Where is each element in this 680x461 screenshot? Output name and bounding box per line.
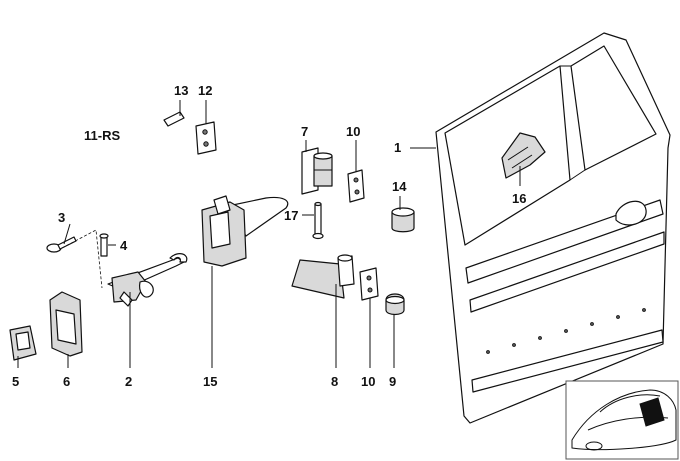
hinge-part-8[interactable] — [291, 254, 355, 299]
clip-part-5[interactable] — [9, 325, 37, 361]
callout-9: 9 — [389, 374, 396, 389]
bolt-part-17[interactable] — [312, 201, 324, 240]
plate-part-12[interactable] — [195, 121, 217, 155]
callout-2: 2 — [125, 374, 132, 389]
rear-door-shell[interactable] — [435, 32, 671, 424]
callout-4: 4 — [120, 238, 128, 253]
callout-6: 6 — [63, 374, 70, 389]
callout-10-lower: 10 — [361, 374, 375, 389]
bushing-part-9[interactable] — [385, 293, 405, 316]
callout-17: 17 — [284, 208, 298, 223]
door-bracket-part-16[interactable] — [501, 132, 546, 179]
pin-part-13[interactable] — [163, 111, 185, 127]
door-check-strap-part-2[interactable] — [107, 253, 188, 307]
callout-3: 3 — [58, 210, 65, 225]
callout-5: 5 — [12, 374, 19, 389]
callout-12: 12 — [198, 83, 212, 98]
callout-labels: 13 12 11-RS 3 4 5 6 2 15 7 10 17 14 8 10… — [12, 83, 526, 389]
bolt-part-4[interactable] — [99, 233, 109, 257]
door-check-housing-part-15[interactable] — [201, 195, 289, 267]
leader-lines — [17, 100, 521, 368]
callout-8: 8 — [331, 374, 338, 389]
callout-16: 16 — [512, 191, 526, 206]
bracket-part-6[interactable] — [49, 291, 83, 357]
callout-14: 14 — [392, 179, 407, 194]
plate-part-10-lower[interactable] — [359, 267, 379, 301]
callout-1: 1 — [394, 140, 401, 155]
bushing-part-14[interactable] — [391, 207, 415, 233]
group-label-11-rs: 11-RS — [84, 128, 120, 143]
callout-7: 7 — [301, 124, 308, 139]
callout-13: 13 — [174, 83, 188, 98]
callout-10-upper: 10 — [346, 124, 360, 139]
hinge-part-7[interactable] — [301, 147, 333, 195]
screw-part-3[interactable] — [46, 236, 77, 253]
callout-15: 15 — [203, 374, 217, 389]
vehicle-location-thumbnail — [565, 380, 679, 460]
plate-part-10-upper[interactable] — [347, 169, 365, 203]
